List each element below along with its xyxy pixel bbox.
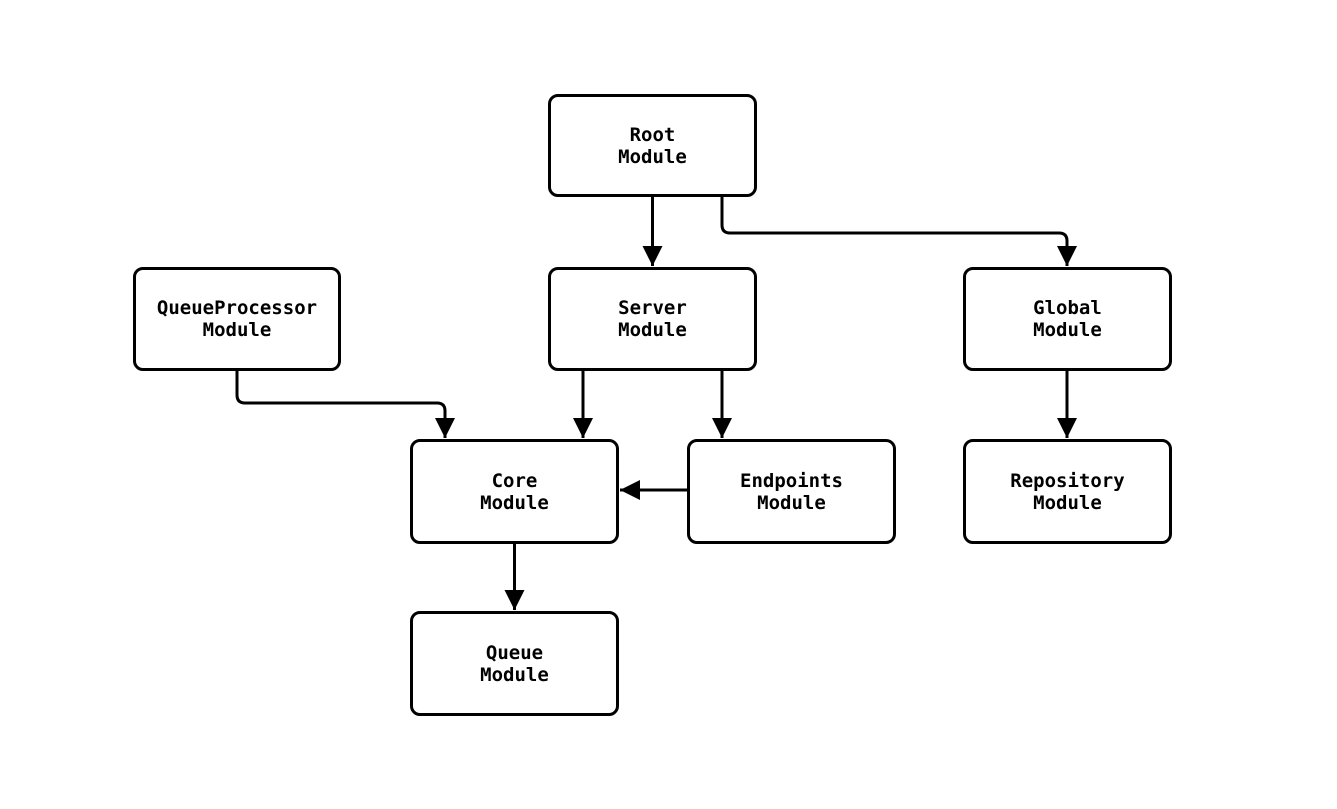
- node-label-line: Module: [757, 491, 826, 514]
- node-label-line: Module: [618, 145, 687, 168]
- node-label-line: Core: [491, 469, 538, 492]
- node-label-line: Repository: [1010, 469, 1125, 492]
- node-label-line: Queue: [485, 641, 544, 664]
- node-label-line: Module: [618, 319, 687, 341]
- node-label-line: Root: [629, 123, 676, 146]
- node-label-line: Endpoints: [740, 469, 843, 492]
- node-label-line: Server: [618, 297, 687, 319]
- edge-queueprocessor-to-core: [235, 371, 455, 438]
- edge-root-to-global: [720, 197, 1077, 266]
- node-label-line: QueueProcessor: [156, 297, 318, 319]
- node-label-line: Module: [202, 319, 272, 341]
- node-label-line: Module: [1033, 319, 1102, 341]
- node-label-line: Module: [480, 491, 549, 514]
- node-label-line: Module: [480, 663, 549, 686]
- node-label-line: Module: [1033, 491, 1102, 514]
- node-label-line: Global: [1033, 297, 1102, 319]
